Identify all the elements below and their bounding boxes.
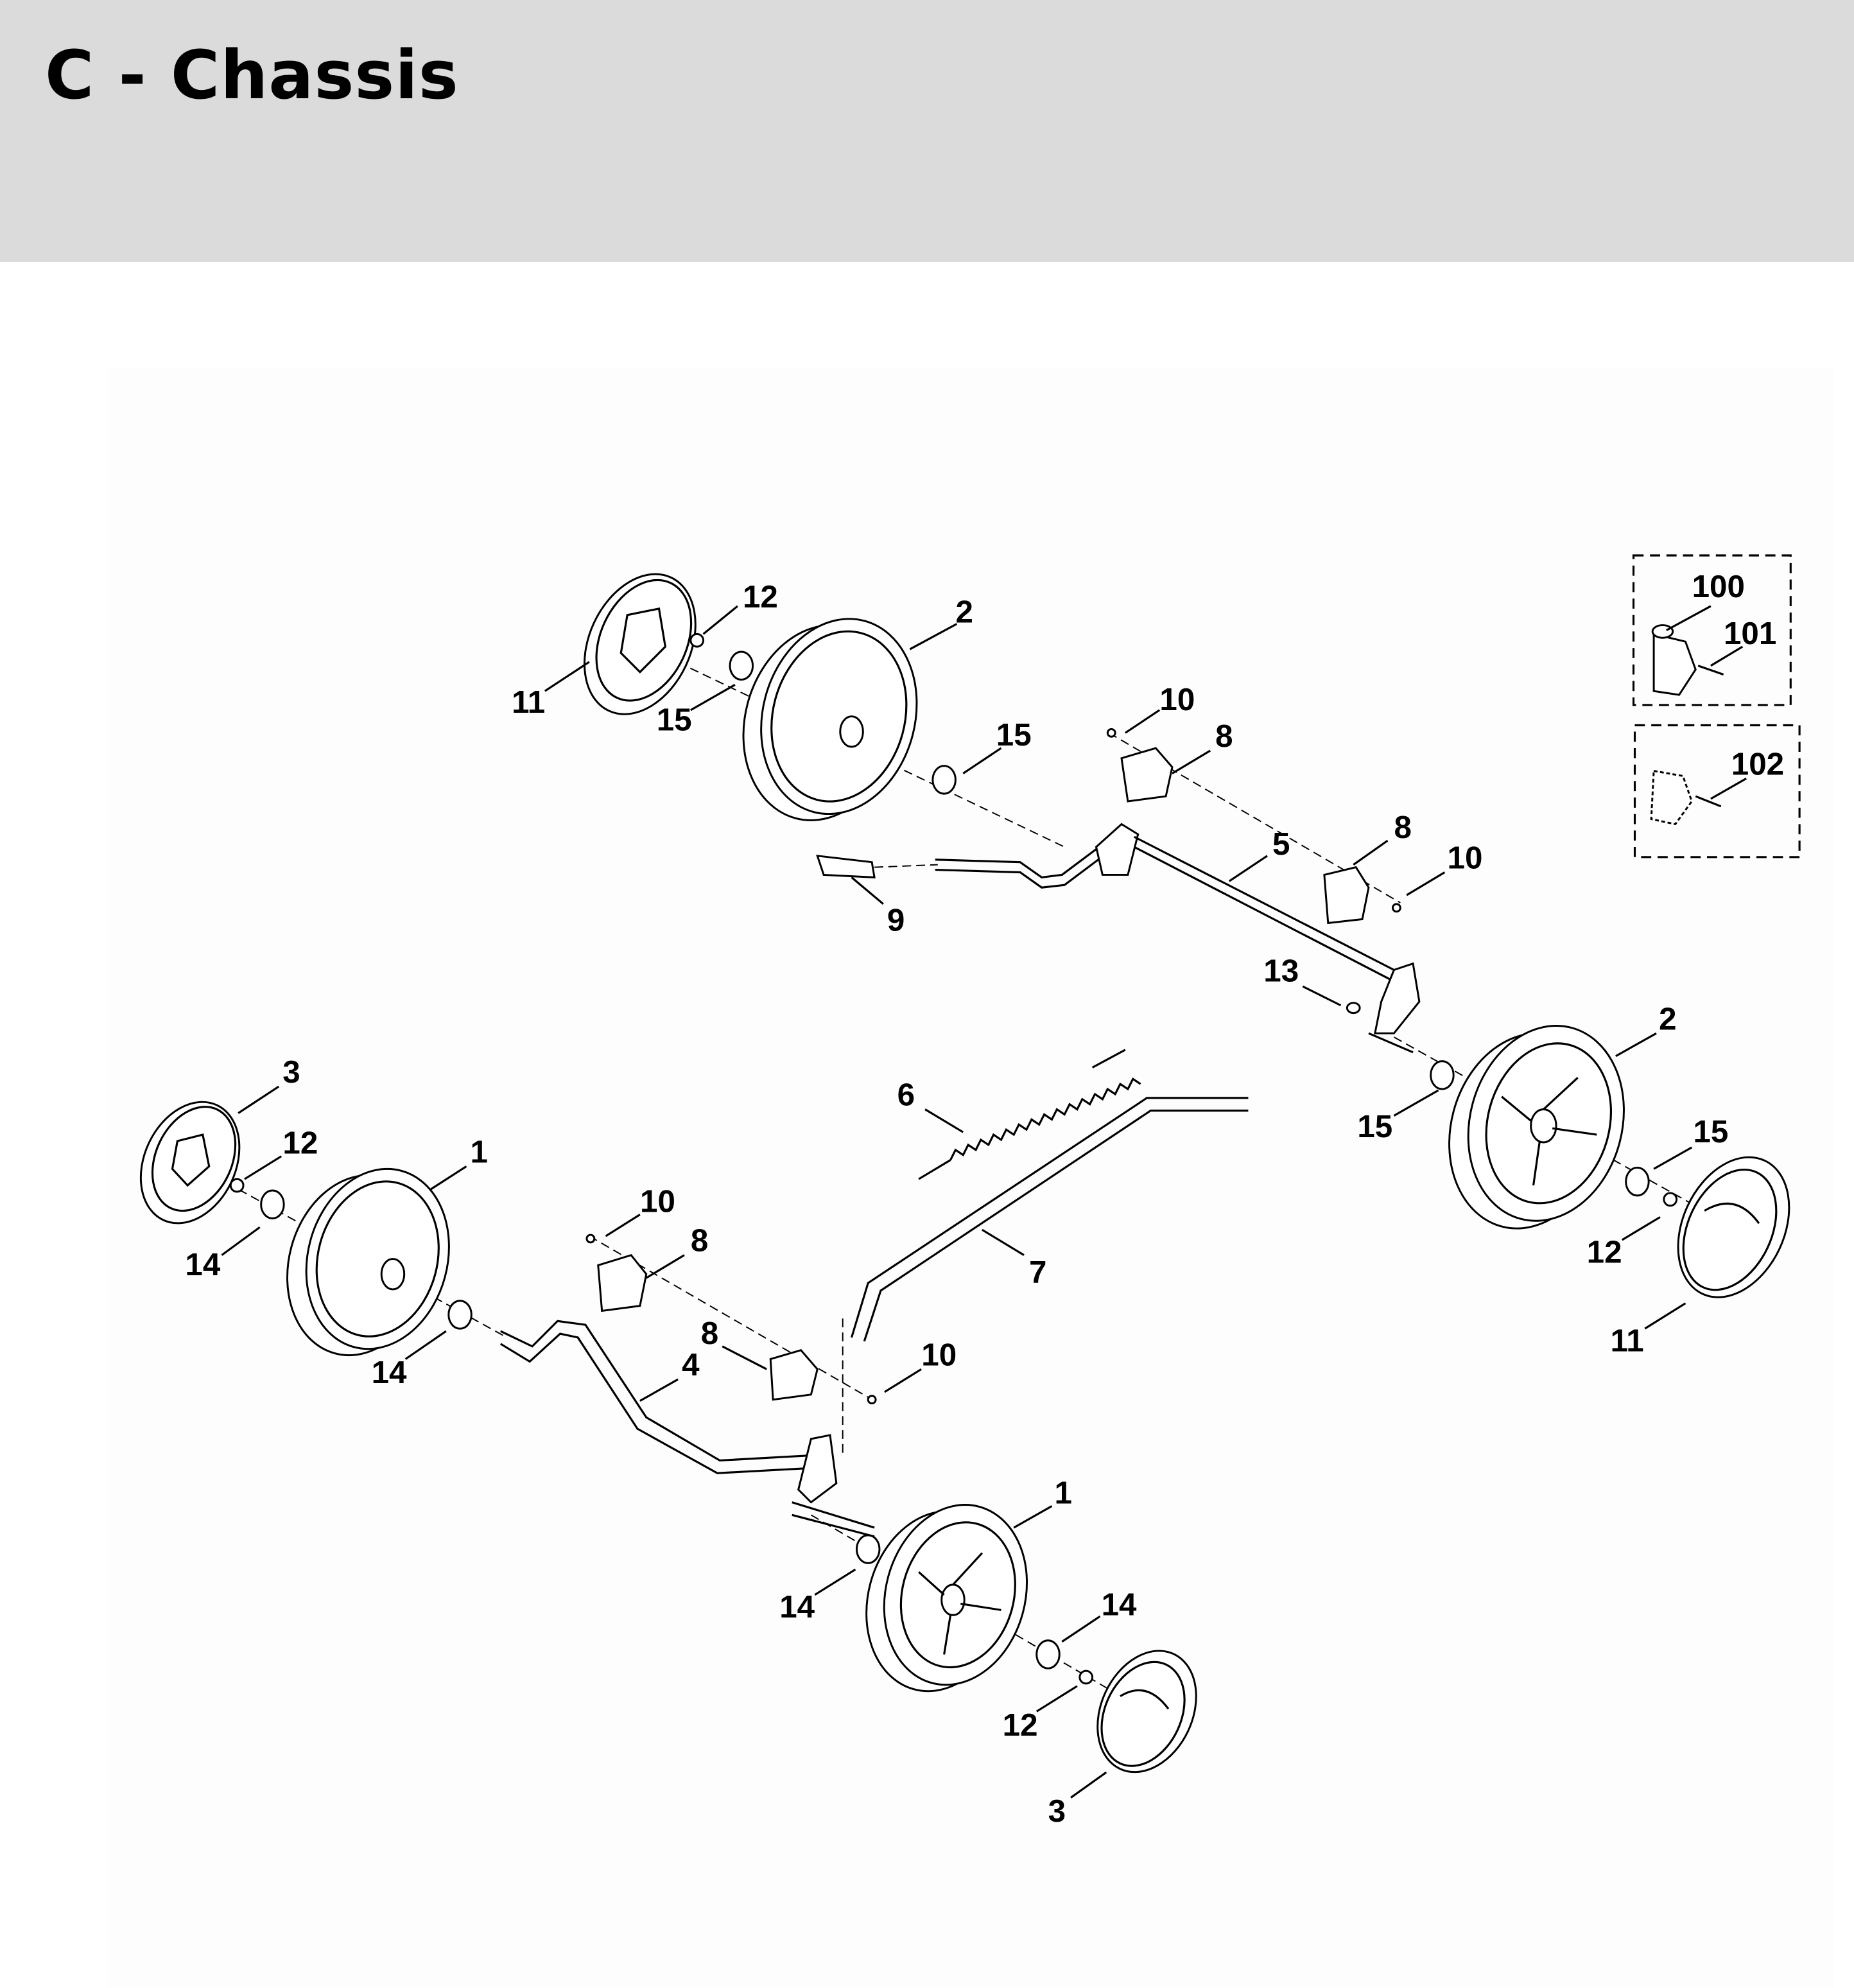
wheel-top-left [742,618,918,821]
callout-8: 8 [1394,810,1412,845]
callout-7: 7 [1029,1255,1046,1290]
callout-14: 14 [185,1247,220,1282]
callout-10: 10 [1159,682,1195,717]
page-header: C - Chassis [0,0,1854,262]
callout-8: 8 [701,1316,718,1351]
callout-14: 14 [779,1589,815,1625]
wheel-left [286,1167,450,1357]
callout-labels: 12 2 11 15 10 15 8 5 8 10 9 13 2 6 3 12 … [185,569,1784,1829]
callout-101: 101 [1724,616,1776,651]
bearings [229,632,1678,1685]
inset-box-102 [1633,724,1801,859]
callout-102: 102 [1731,746,1784,781]
callout-1: 1 [1054,1476,1071,1511]
callout-15: 15 [1357,1109,1392,1144]
axle-rear [935,823,1421,1054]
callout-12: 12 [282,1126,318,1161]
hubcap-right [1677,1156,1790,1298]
wheel-right [1448,1025,1625,1230]
leader-lines [221,605,1747,1799]
callout-12: 12 [1587,1234,1622,1269]
spring [918,1049,1141,1180]
callout-13: 13 [1263,953,1299,988]
callout-5: 5 [1272,826,1290,862]
callout-8: 8 [691,1223,708,1259]
hubcap-bottom [1096,1650,1197,1774]
callout-3: 3 [1048,1793,1066,1829]
callout-4: 4 [682,1347,700,1382]
callout-6: 6 [897,1077,915,1113]
callout-12: 12 [743,579,778,615]
mount-brackets [585,728,1401,1405]
callout-10: 10 [640,1184,675,1219]
callout-14: 14 [1102,1587,1137,1622]
callout-15: 15 [1693,1114,1728,1149]
hubcap-left [139,1101,241,1225]
callout-15: 15 [657,702,692,737]
callout-14: 14 [372,1355,407,1390]
callout-15: 15 [996,717,1032,753]
callout-2: 2 [1659,1001,1676,1036]
page-title: C - Chassis [45,36,459,114]
wheel-bottom [865,1504,1028,1693]
inset-parts [1650,624,1724,826]
callout-12: 12 [1003,1707,1038,1743]
height-adjust-knob [816,855,876,878]
callout-10: 10 [921,1337,957,1372]
callout-2: 2 [956,595,973,630]
callout-8: 8 [1215,719,1233,754]
callout-1: 1 [470,1135,487,1170]
callout-9: 9 [887,902,905,937]
callout-3: 3 [282,1054,300,1090]
axle-front [499,1320,875,1538]
callout-11: 11 [1611,1323,1644,1359]
callout-100: 100 [1692,569,1745,604]
callout-11: 11 [512,684,545,720]
connecting-rod [851,1097,1249,1342]
callout-10: 10 [1448,841,1483,876]
hubcap-top-left [584,573,697,715]
inset-box-100-101 [1632,554,1792,706]
